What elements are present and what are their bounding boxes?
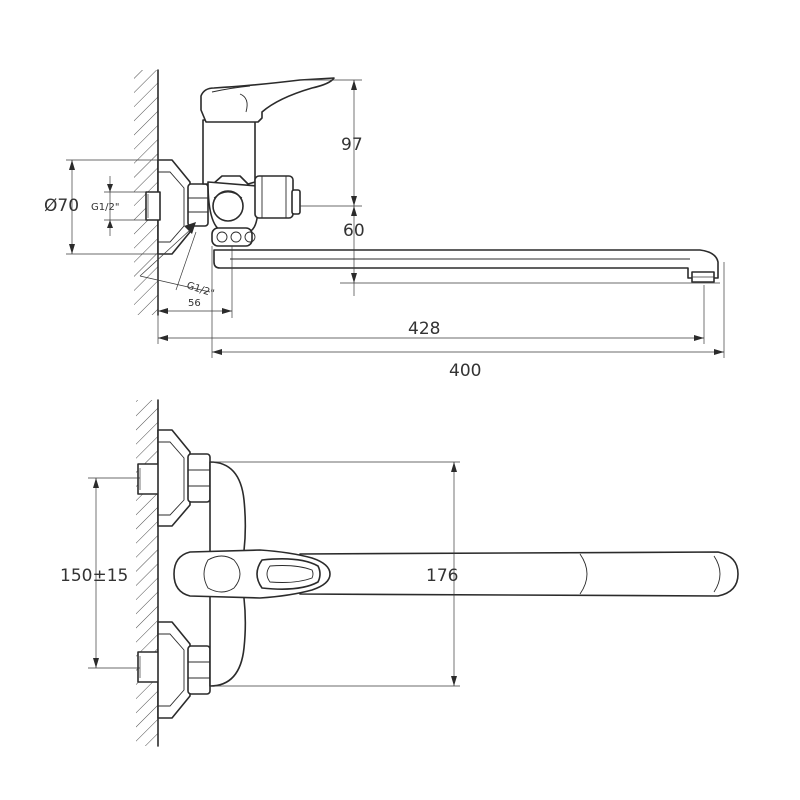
- dim-176-label: 176: [426, 566, 458, 586]
- dim-97: 97: [300, 79, 363, 207]
- dim-428-label: 428: [408, 319, 440, 339]
- dim-150-label: 150±15: [60, 566, 128, 586]
- spout: [213, 249, 719, 283]
- dim-60-label: 60: [343, 221, 365, 241]
- dim-150: 150±15: [60, 477, 140, 669]
- dim-thread-bottom: G1/2": [139, 222, 216, 300]
- dim-428: 428: [157, 285, 705, 344]
- mixer-body: [202, 119, 259, 233]
- hex-nut: [187, 183, 209, 227]
- dim-thread-top: G1/2": [91, 176, 146, 236]
- dim-56: 56: [157, 246, 233, 318]
- top-view: 150±15 176: [60, 399, 739, 747]
- dim-56-label: 56: [188, 298, 201, 309]
- shower-outlet: [254, 175, 301, 219]
- thread-top-label: G1/2": [91, 202, 119, 213]
- thread-bottom-label: G1/2": [185, 280, 215, 299]
- dim-176: 176: [210, 461, 460, 687]
- spout-top: [299, 551, 739, 597]
- dim-400: 400: [211, 246, 725, 381]
- aerator-ring: [211, 227, 256, 247]
- handle-lever[interactable]: [200, 77, 335, 123]
- dim-60: 60: [340, 206, 720, 296]
- wall-hatch-top: [136, 399, 159, 747]
- dim-97-label: 97: [341, 135, 363, 155]
- dim-d70-label: Ø70: [44, 196, 79, 216]
- inlet-pipe: [145, 191, 161, 221]
- side-view: 97 60 Ø70 G1/2": [44, 69, 725, 381]
- upper-eccentric: [137, 429, 211, 527]
- escutcheon-flange: [157, 159, 191, 255]
- dim-400-label: 400: [449, 361, 481, 381]
- dim-d70: Ø70: [44, 159, 160, 255]
- handle-top[interactable]: [173, 549, 331, 599]
- lower-eccentric: [137, 621, 211, 719]
